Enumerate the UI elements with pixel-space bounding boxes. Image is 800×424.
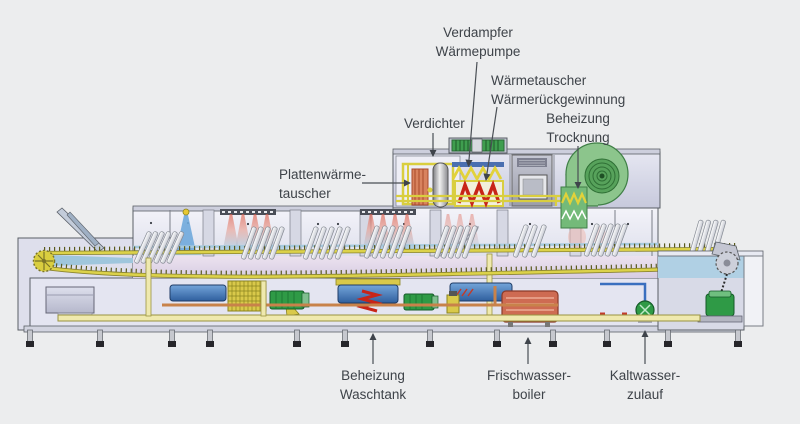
- plate: [434, 225, 450, 259]
- plate: [612, 223, 628, 257]
- plate: [166, 231, 185, 264]
- plate-heat-exchanger: [411, 168, 429, 206]
- drying-heater-duct: [560, 186, 588, 229]
- plate: [160, 231, 178, 264]
- plate: [248, 226, 264, 260]
- spray-nozzle-bars: [220, 209, 416, 215]
- entry-drawer: [45, 286, 95, 319]
- housing-pipes: [396, 194, 562, 206]
- wash-tank-heater: [356, 289, 383, 313]
- plate: [448, 225, 464, 259]
- label-waermetauscher-waermerueckgewinnung: Wärmetauscher Wärmerückgewinnung: [491, 73, 626, 108]
- drive-motor: [697, 290, 743, 323]
- machine-foot-pad: [549, 341, 557, 347]
- machine-foot: [604, 329, 610, 343]
- compressor-compartment: [395, 155, 461, 208]
- dish-plates: [134, 219, 726, 264]
- plate: [262, 226, 278, 260]
- machine-foot-pad: [493, 341, 501, 347]
- base-rail: [23, 325, 739, 333]
- freshwater-boiler: [501, 290, 559, 327]
- plate: [531, 224, 547, 258]
- plate: [319, 226, 335, 260]
- label-beheizung-waschtank: Beheizung Waschtank: [339, 368, 407, 403]
- plate: [591, 223, 607, 257]
- label-verdichter: Verdichter: [404, 116, 465, 131]
- label-frischwasserboiler: Frischwasser- boiler: [486, 368, 572, 403]
- plate: [388, 225, 404, 259]
- heat-pump-fan-box: [448, 137, 508, 154]
- plate: [269, 226, 285, 260]
- machine-foot-pad: [341, 341, 349, 347]
- wash-pump-2: [403, 293, 439, 311]
- plate: [311, 226, 327, 260]
- plate: [380, 225, 396, 259]
- exit-section: [657, 241, 764, 331]
- machine-foot: [169, 329, 175, 343]
- plate: [303, 226, 319, 260]
- control-panel: [511, 154, 553, 207]
- wash-tank-1: [169, 284, 227, 302]
- chain-sprocket-right: [715, 251, 739, 275]
- plate: [441, 225, 457, 259]
- machine-foot: [27, 329, 33, 343]
- machine-foot-pad: [206, 341, 214, 347]
- machine-foot-pad: [426, 341, 434, 347]
- plate: [462, 225, 478, 259]
- arrow-verdampfer: [465, 61, 478, 167]
- machine-foot: [494, 329, 500, 343]
- heat-pump-housing: [392, 137, 661, 229]
- plate: [605, 223, 621, 257]
- plate: [327, 226, 343, 260]
- plate: [255, 226, 271, 260]
- machine-foot: [735, 329, 741, 343]
- spray-jet: [223, 214, 239, 249]
- main-yellow-pipe: [57, 314, 701, 322]
- plate: [364, 225, 380, 259]
- plate: [335, 226, 351, 260]
- machine-foot-pad: [293, 341, 301, 347]
- machine-feet: [26, 329, 742, 347]
- entry-ramp: [50, 207, 133, 266]
- machine-foot-pad: [26, 341, 34, 347]
- label-beheizung-trocknung: Beheizung Trocknung: [546, 111, 610, 146]
- chain-sprocket-left: [32, 249, 56, 273]
- arrow-waermetauscher: [483, 106, 498, 181]
- plate: [522, 224, 538, 258]
- plate: [396, 225, 412, 259]
- machine-foot: [550, 329, 556, 343]
- plate: [598, 223, 614, 257]
- rinse-cone: [176, 208, 196, 252]
- plate: [513, 224, 529, 258]
- evaporator-coil: [451, 162, 504, 182]
- machine-foot: [207, 329, 213, 343]
- plate: [241, 226, 257, 260]
- plate: [584, 223, 600, 257]
- machine-foot: [665, 329, 671, 343]
- leader-arrows: [362, 61, 649, 364]
- machine-foot-pad: [734, 341, 742, 347]
- plate: [134, 231, 152, 264]
- machine-foot: [294, 329, 300, 343]
- machine-foot-pad: [96, 341, 104, 347]
- pipework: [57, 257, 701, 322]
- plate: [153, 231, 172, 264]
- label-kaltwasserzulauf: Kaltwasser- zulauf: [609, 368, 681, 403]
- machine-foot-pad: [603, 341, 611, 347]
- machine-foot: [97, 329, 103, 343]
- machine-foot-pad: [168, 341, 176, 347]
- machine-foot-pad: [664, 341, 672, 347]
- plate: [372, 225, 388, 259]
- heat-recovery-coil: [454, 179, 504, 208]
- plate: [140, 231, 159, 264]
- label-plattenwaermetauscher: Plattenwärme- tauscher: [279, 167, 367, 202]
- plate: [455, 225, 471, 259]
- machine-foot: [427, 329, 433, 343]
- label-verdampfer-waermepumpe: Verdampfer Wärmepumpe: [435, 25, 521, 60]
- machine-foot: [342, 329, 348, 343]
- spray-jet: [235, 214, 251, 249]
